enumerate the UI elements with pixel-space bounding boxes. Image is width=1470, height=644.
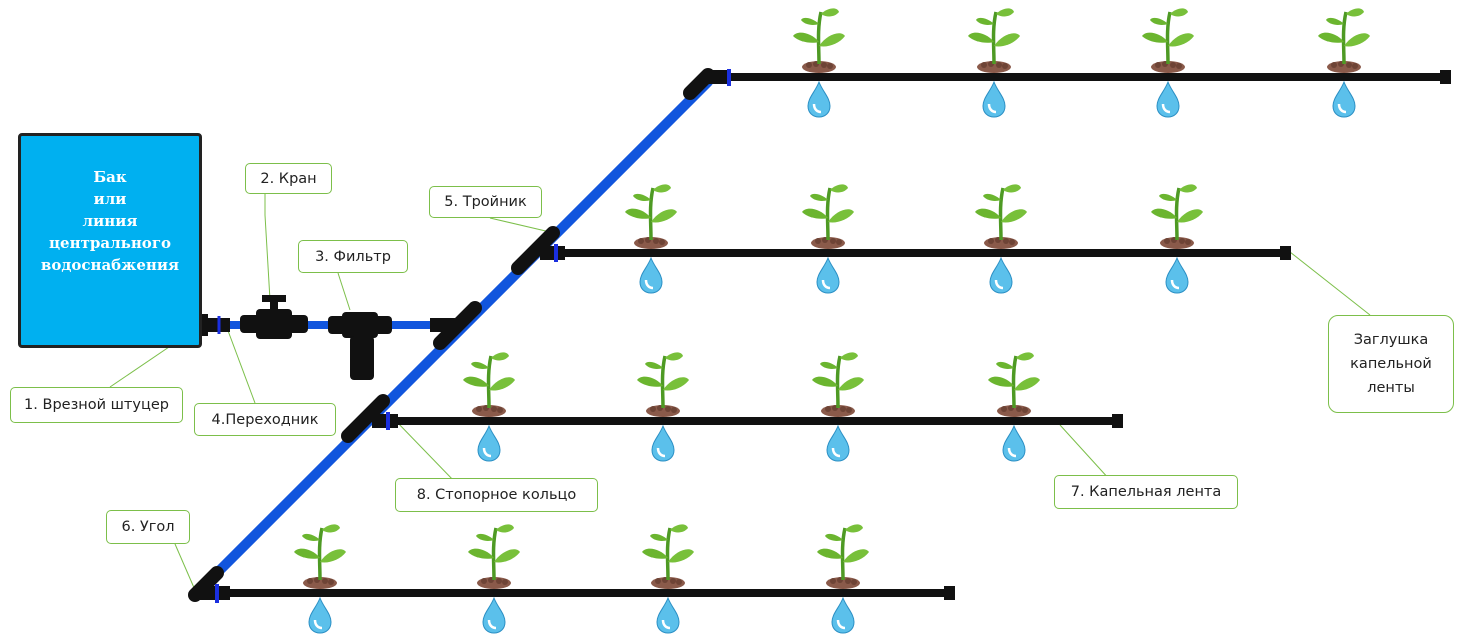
plants-row-4 (292, 522, 871, 635)
water-drop-icon (988, 256, 1014, 295)
water-drop-icon (1155, 80, 1181, 119)
water-drop-icon (1164, 256, 1190, 295)
plant-icon (973, 182, 1029, 251)
plant-icon (292, 522, 348, 591)
water-drop-icon (307, 596, 333, 635)
water-drop-icon (481, 596, 507, 635)
water-drop-icon (830, 596, 856, 635)
plants-row-1 (791, 6, 1372, 119)
plant-icon (791, 6, 847, 75)
plant-icon (635, 350, 691, 419)
tank-label: Бак или линия центрального водоснабжения (40, 167, 180, 274)
callout-valve: 2. Кран (245, 163, 332, 194)
water-drop-icon (638, 256, 664, 295)
end-plug-icon (1440, 70, 1451, 84)
plant-icon (1140, 6, 1196, 75)
plant-icon (1316, 6, 1372, 75)
valve-icon (240, 295, 308, 339)
callout-fitting: 1. Врезной штуцер (10, 387, 183, 423)
callout-end-plug: Заглушка капельной ленты (1328, 315, 1454, 413)
end-plug-icon (1112, 414, 1123, 428)
plant-icon (986, 350, 1042, 419)
tee-icon (511, 226, 560, 275)
plant-icon (815, 522, 871, 591)
plant-icon (623, 182, 679, 251)
plant-icon (810, 350, 866, 419)
water-tank: Бак или линия центрального водоснабжения (18, 133, 202, 348)
water-drop-icon (806, 80, 832, 119)
water-drop-icon (655, 596, 681, 635)
callout-lock-ring: 8. Стопорное кольцо (395, 478, 598, 512)
water-drop-icon (1331, 80, 1357, 119)
plant-icon (966, 6, 1022, 75)
end-plug-icon (944, 586, 955, 600)
plant-icon (640, 522, 696, 591)
drip-tapes (205, 70, 1451, 600)
callout-drip-tape: 7. Капельная лента (1054, 475, 1238, 509)
plant-icon (466, 522, 522, 591)
plants-row-2 (623, 182, 1205, 295)
water-drop-icon (825, 424, 851, 463)
filter-icon (328, 312, 392, 380)
callout-adapter: 4.Переходник (194, 403, 336, 436)
plant-icon (1149, 182, 1205, 251)
water-drop-icon (981, 80, 1007, 119)
end-plug-icon (1280, 246, 1291, 260)
water-drop-icon (650, 424, 676, 463)
fittings (188, 68, 731, 603)
water-drop-icon (1001, 424, 1027, 463)
callout-tee: 5. Тройник (429, 186, 542, 218)
callout-elbow: 6. Угол (106, 510, 190, 544)
callout-filter: 3. Фильтр (298, 240, 408, 273)
plant-icon (800, 182, 856, 251)
plant-icon (461, 350, 517, 419)
plants-row-3 (461, 350, 1042, 463)
water-drop-icon (476, 424, 502, 463)
water-drop-icon (815, 256, 841, 295)
